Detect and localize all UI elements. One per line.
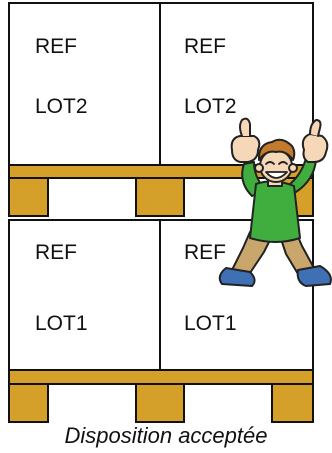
box-top-right-lot: LOT2 [184,95,237,118]
pallet-lower [8,369,314,423]
box-top-right-ref: REF [184,35,226,58]
box-bottom-right-lot: LOT1 [184,312,237,335]
thumbs-up-boy-icon [218,117,332,287]
box-bottom-left-lot: LOT1 [35,312,88,335]
diagram-caption: Disposition acceptée [64,423,268,448]
box-top-left-lot: LOT2 [35,95,88,118]
box-top-left: REF LOT2 [8,2,161,166]
box-bottom-right: REF LOT1 [159,219,314,371]
box-bottom-left-ref: REF [35,241,77,264]
box-bottom-right-ref: REF [184,241,226,264]
box-top-left-ref: REF [35,35,77,58]
box-bottom-left: REF LOT1 [8,219,161,371]
pallet-upper [8,164,314,217]
